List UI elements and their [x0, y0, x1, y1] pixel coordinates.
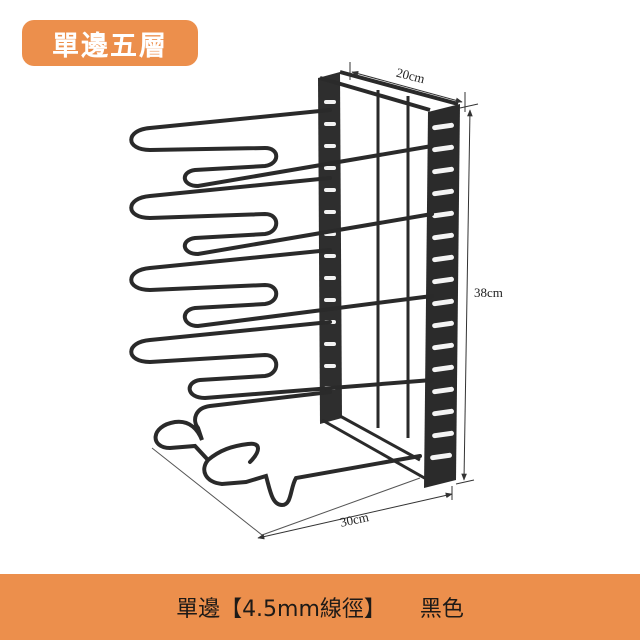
- variant-badge: 單邊五層: [22, 20, 198, 66]
- product-image: 20cm 38cm 30cm: [129, 62, 503, 540]
- right-panel-slots: [430, 122, 454, 461]
- floor-outline: [151, 447, 421, 536]
- height-dimension-label: 38cm: [474, 285, 503, 300]
- variant-badge-label: 單邊五層: [52, 30, 168, 62]
- spec-label: 單邊【4.5mm線徑】: [176, 597, 386, 622]
- wire-tiers: [129, 108, 434, 508]
- color-option-label: 黑色: [419, 597, 464, 622]
- dimension-lines: [257, 62, 479, 540]
- footer-banner: 單邊【4.5mm線徑】 黑色: [0, 574, 640, 640]
